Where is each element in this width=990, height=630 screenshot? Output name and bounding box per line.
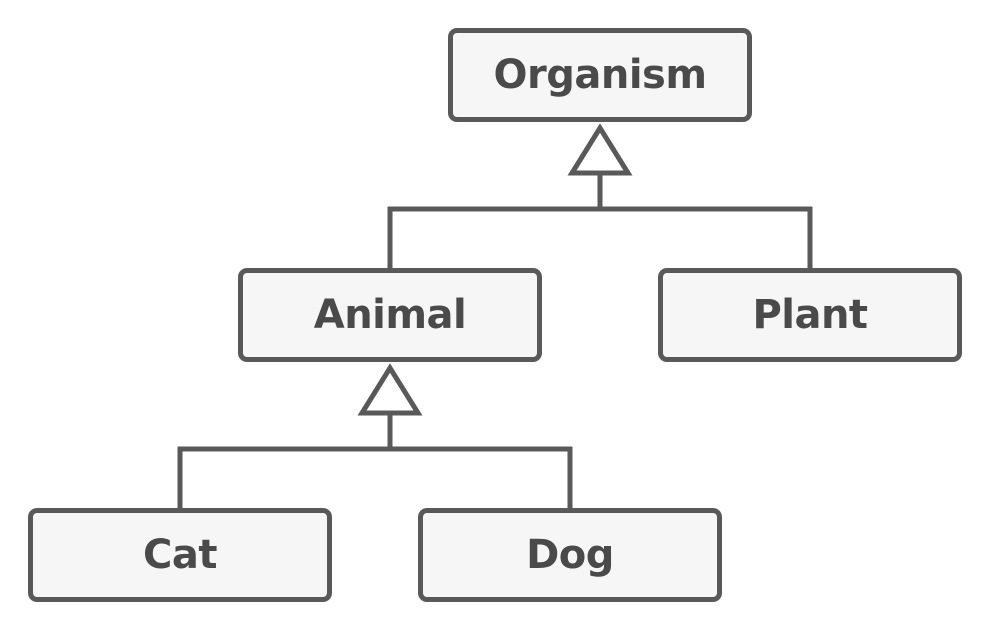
class-label-animal: Animal bbox=[313, 292, 467, 338]
class-box-cat[interactable]: Cat bbox=[28, 508, 332, 602]
class-box-dog[interactable]: Dog bbox=[418, 508, 722, 602]
inheritance-arrow-animal bbox=[357, 363, 423, 416]
class-box-animal[interactable]: Animal bbox=[238, 268, 542, 362]
connector-cat-to-animal bbox=[177, 410, 393, 510]
class-label-organism: Organism bbox=[493, 52, 707, 98]
class-box-organism[interactable]: Organism bbox=[448, 28, 752, 122]
class-box-plant[interactable]: Plant bbox=[658, 268, 962, 362]
class-label-dog: Dog bbox=[526, 532, 614, 578]
inheritance-arrow-organism bbox=[567, 123, 633, 176]
connector-dog-to-animal bbox=[390, 446, 573, 510]
connector-plant-to-organism bbox=[600, 206, 813, 270]
connector-animal-to-organism bbox=[387, 170, 603, 270]
class-label-cat: Cat bbox=[143, 532, 217, 578]
class-label-plant: Plant bbox=[752, 292, 868, 338]
